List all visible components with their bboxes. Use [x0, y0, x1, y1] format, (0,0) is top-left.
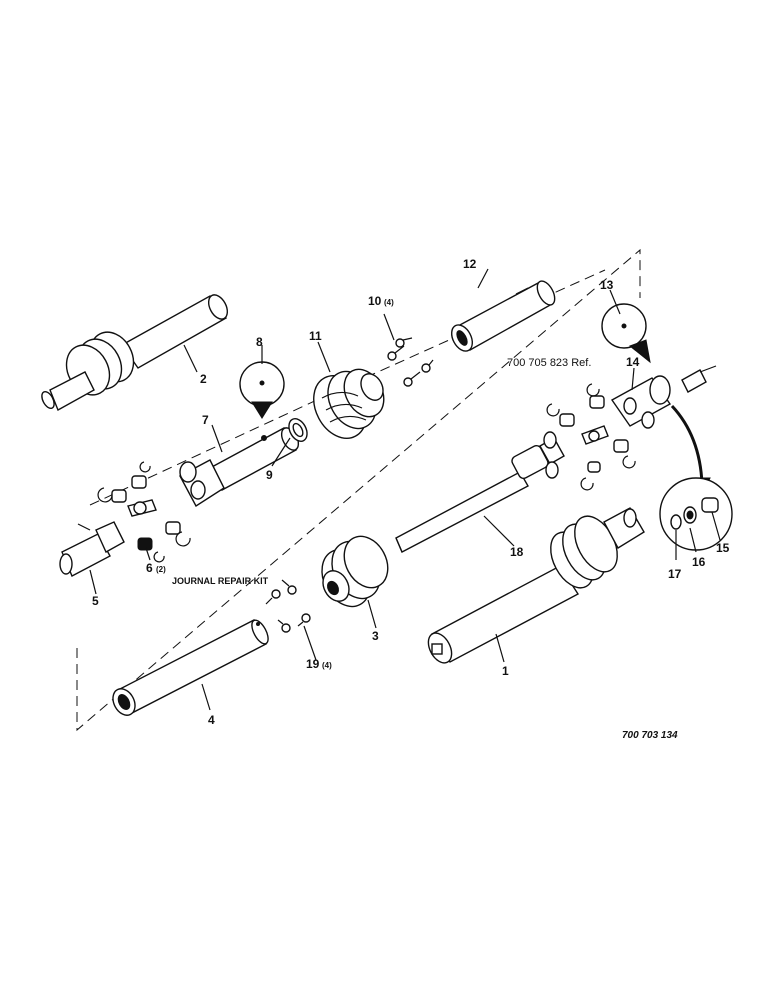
- part-1-shield-tube-assembly: [427, 507, 645, 664]
- callout-3: 3: [372, 629, 379, 643]
- journal-kit-right: [546, 383, 636, 491]
- callout-6-qty: (2): [156, 565, 166, 574]
- figure-number: 700 703 134: [622, 730, 678, 741]
- journal-repair-kit-label: JOURNAL REPAIR KIT: [172, 576, 269, 586]
- part-4-tube: [112, 619, 269, 716]
- leader-lines: [89, 268, 721, 711]
- callout-7: 7: [202, 413, 209, 427]
- callout-18: 18: [510, 545, 524, 559]
- callout-4: 4: [208, 713, 215, 727]
- part-19-bolts: [265, 579, 311, 633]
- callout-labels: 1 2 3 4 5 6 (2) 7 8 9 10 (4) 11 12 13 14…: [92, 257, 730, 727]
- part-18-square-shaft: [395, 431, 565, 553]
- dashed-line-front: [76, 248, 641, 732]
- callout-16: 16: [692, 555, 706, 569]
- reference-label: 700 705 823 Ref.: [507, 357, 591, 369]
- part-11-shield-cone: [313, 368, 385, 439]
- part-5-yoke: [59, 521, 125, 577]
- callout-11: 11: [309, 329, 322, 343]
- part-13-detail-circle: [601, 303, 651, 364]
- part-14-yoke: [610, 365, 717, 429]
- part-3-shield-cone: [321, 535, 389, 608]
- part-2-shield-assembly: [41, 294, 229, 411]
- callout-10-qty: (4): [384, 298, 394, 307]
- callout-12: 12: [463, 257, 477, 271]
- callout-1: 1: [502, 664, 509, 678]
- callout-6: 6: [146, 561, 153, 575]
- callout-10: 10: [368, 294, 382, 308]
- callout-19: 19: [306, 657, 320, 671]
- part-10-bolts: [387, 337, 434, 387]
- callout-13: 13: [600, 278, 614, 292]
- callout-19-qty: (4): [322, 661, 332, 670]
- callout-9: 9: [266, 468, 273, 482]
- part-6-journal-kit-left: [97, 461, 191, 563]
- parts-15-16-17-detail-circle: [659, 404, 733, 551]
- callout-8: 8: [256, 335, 263, 349]
- part-9-ring: [288, 418, 308, 442]
- part-7-inner-yoke-shaft: [179, 427, 300, 507]
- callout-15: 15: [716, 541, 730, 555]
- callout-2: 2: [200, 372, 207, 386]
- callout-17: 17: [668, 567, 682, 581]
- part-12-tube: [450, 280, 556, 352]
- part-8-detail-circle: [239, 361, 285, 419]
- assembly-dashed-lines: [76, 248, 641, 732]
- callout-14: 14: [626, 355, 640, 369]
- callout-5: 5: [92, 594, 99, 608]
